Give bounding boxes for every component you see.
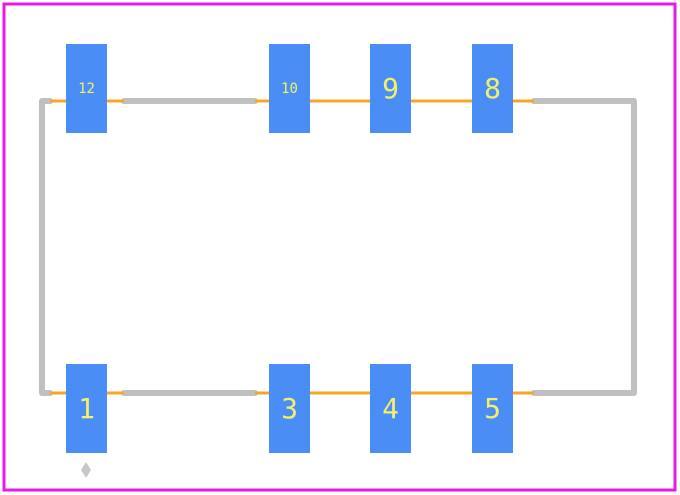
origin-marker-icon [81, 462, 91, 478]
pad-12[interactable]: 12 [66, 44, 107, 133]
pad-label: 9 [382, 72, 399, 105]
pad-rect [66, 44, 107, 133]
pad-1[interactable]: 1 [66, 364, 107, 453]
pad-5[interactable]: 5 [472, 364, 513, 453]
pads: 12 10 9 8 1 3 4 5 [66, 44, 513, 453]
pad-rect [269, 364, 310, 453]
pad-rect [370, 44, 411, 133]
pad-rect [269, 44, 310, 133]
pad-label: 4 [382, 392, 399, 425]
pad-label: 3 [281, 392, 298, 425]
pad-label: 12 [78, 81, 95, 97]
pad-label: 8 [484, 72, 501, 105]
pad-3[interactable]: 3 [269, 364, 310, 453]
pad-rect [66, 364, 107, 453]
pad-rect [472, 364, 513, 453]
silkscreen-left-bracket [39, 98, 53, 396]
pad-9[interactable]: 9 [370, 44, 411, 133]
pad-10[interactable]: 10 [269, 44, 310, 133]
pad-8[interactable]: 8 [472, 44, 513, 133]
pad-label: 1 [78, 392, 95, 425]
pad-4[interactable]: 4 [370, 364, 411, 453]
silkscreen-outline [39, 98, 637, 396]
pad-rect [370, 364, 411, 453]
silkscreen-right-bracket [531, 98, 637, 396]
copper-traces [50, 99, 534, 395]
pad-label: 5 [484, 392, 501, 425]
pad-label: 10 [281, 81, 298, 97]
pad-rect [472, 44, 513, 133]
